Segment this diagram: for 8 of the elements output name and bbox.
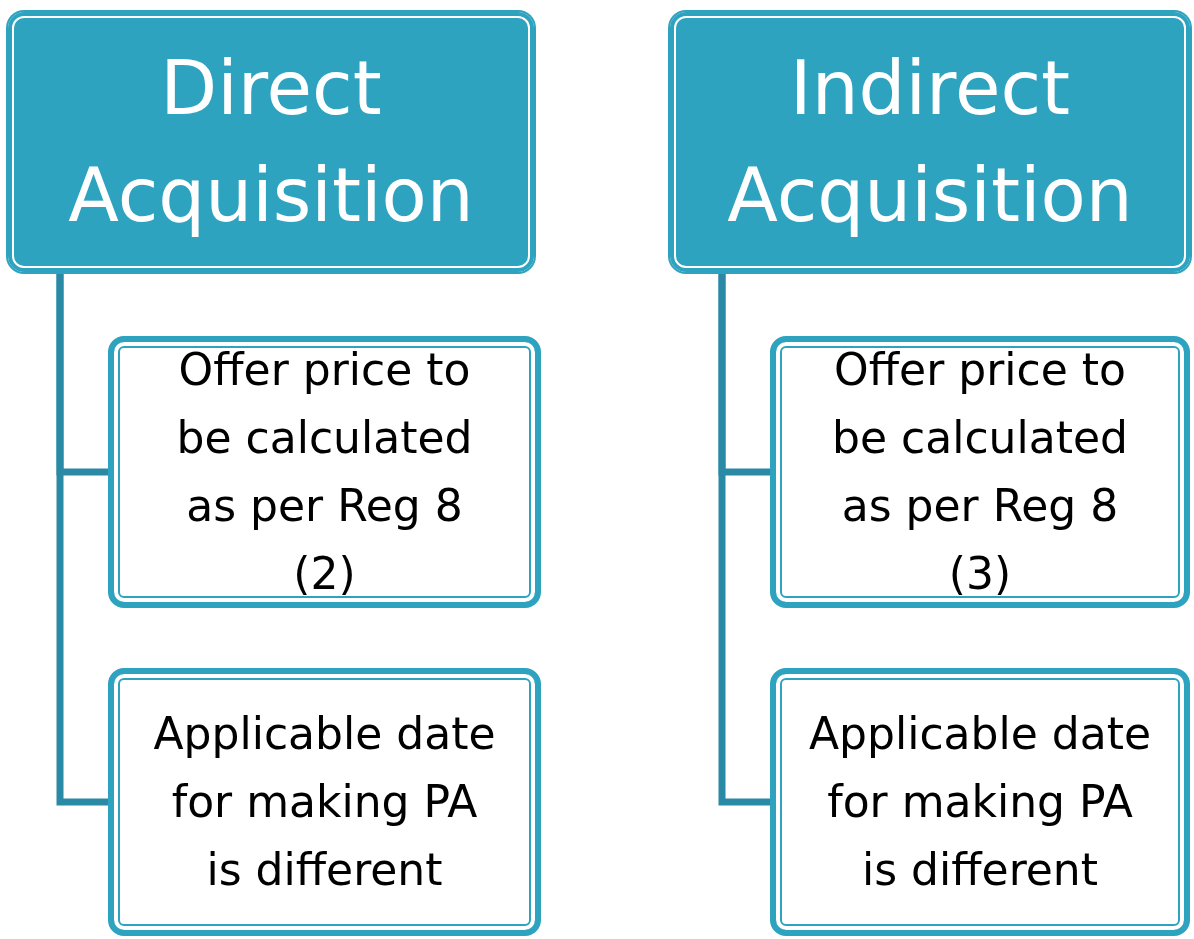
header-box: Direct Acquisition (8, 12, 534, 272)
content-box: Offer price to be calculated as per Reg 8 (2) (108, 336, 541, 608)
content-box: Applicable date for making PA is different (108, 668, 541, 936)
content-box: Offer price to be calculated as per Reg 8 (3) (770, 336, 1190, 608)
content-box: Applicable date for making PA is different (770, 668, 1190, 936)
connector-line (56, 272, 108, 806)
connector-line (718, 272, 770, 806)
header-box: Indirect Acquisition (670, 12, 1190, 272)
